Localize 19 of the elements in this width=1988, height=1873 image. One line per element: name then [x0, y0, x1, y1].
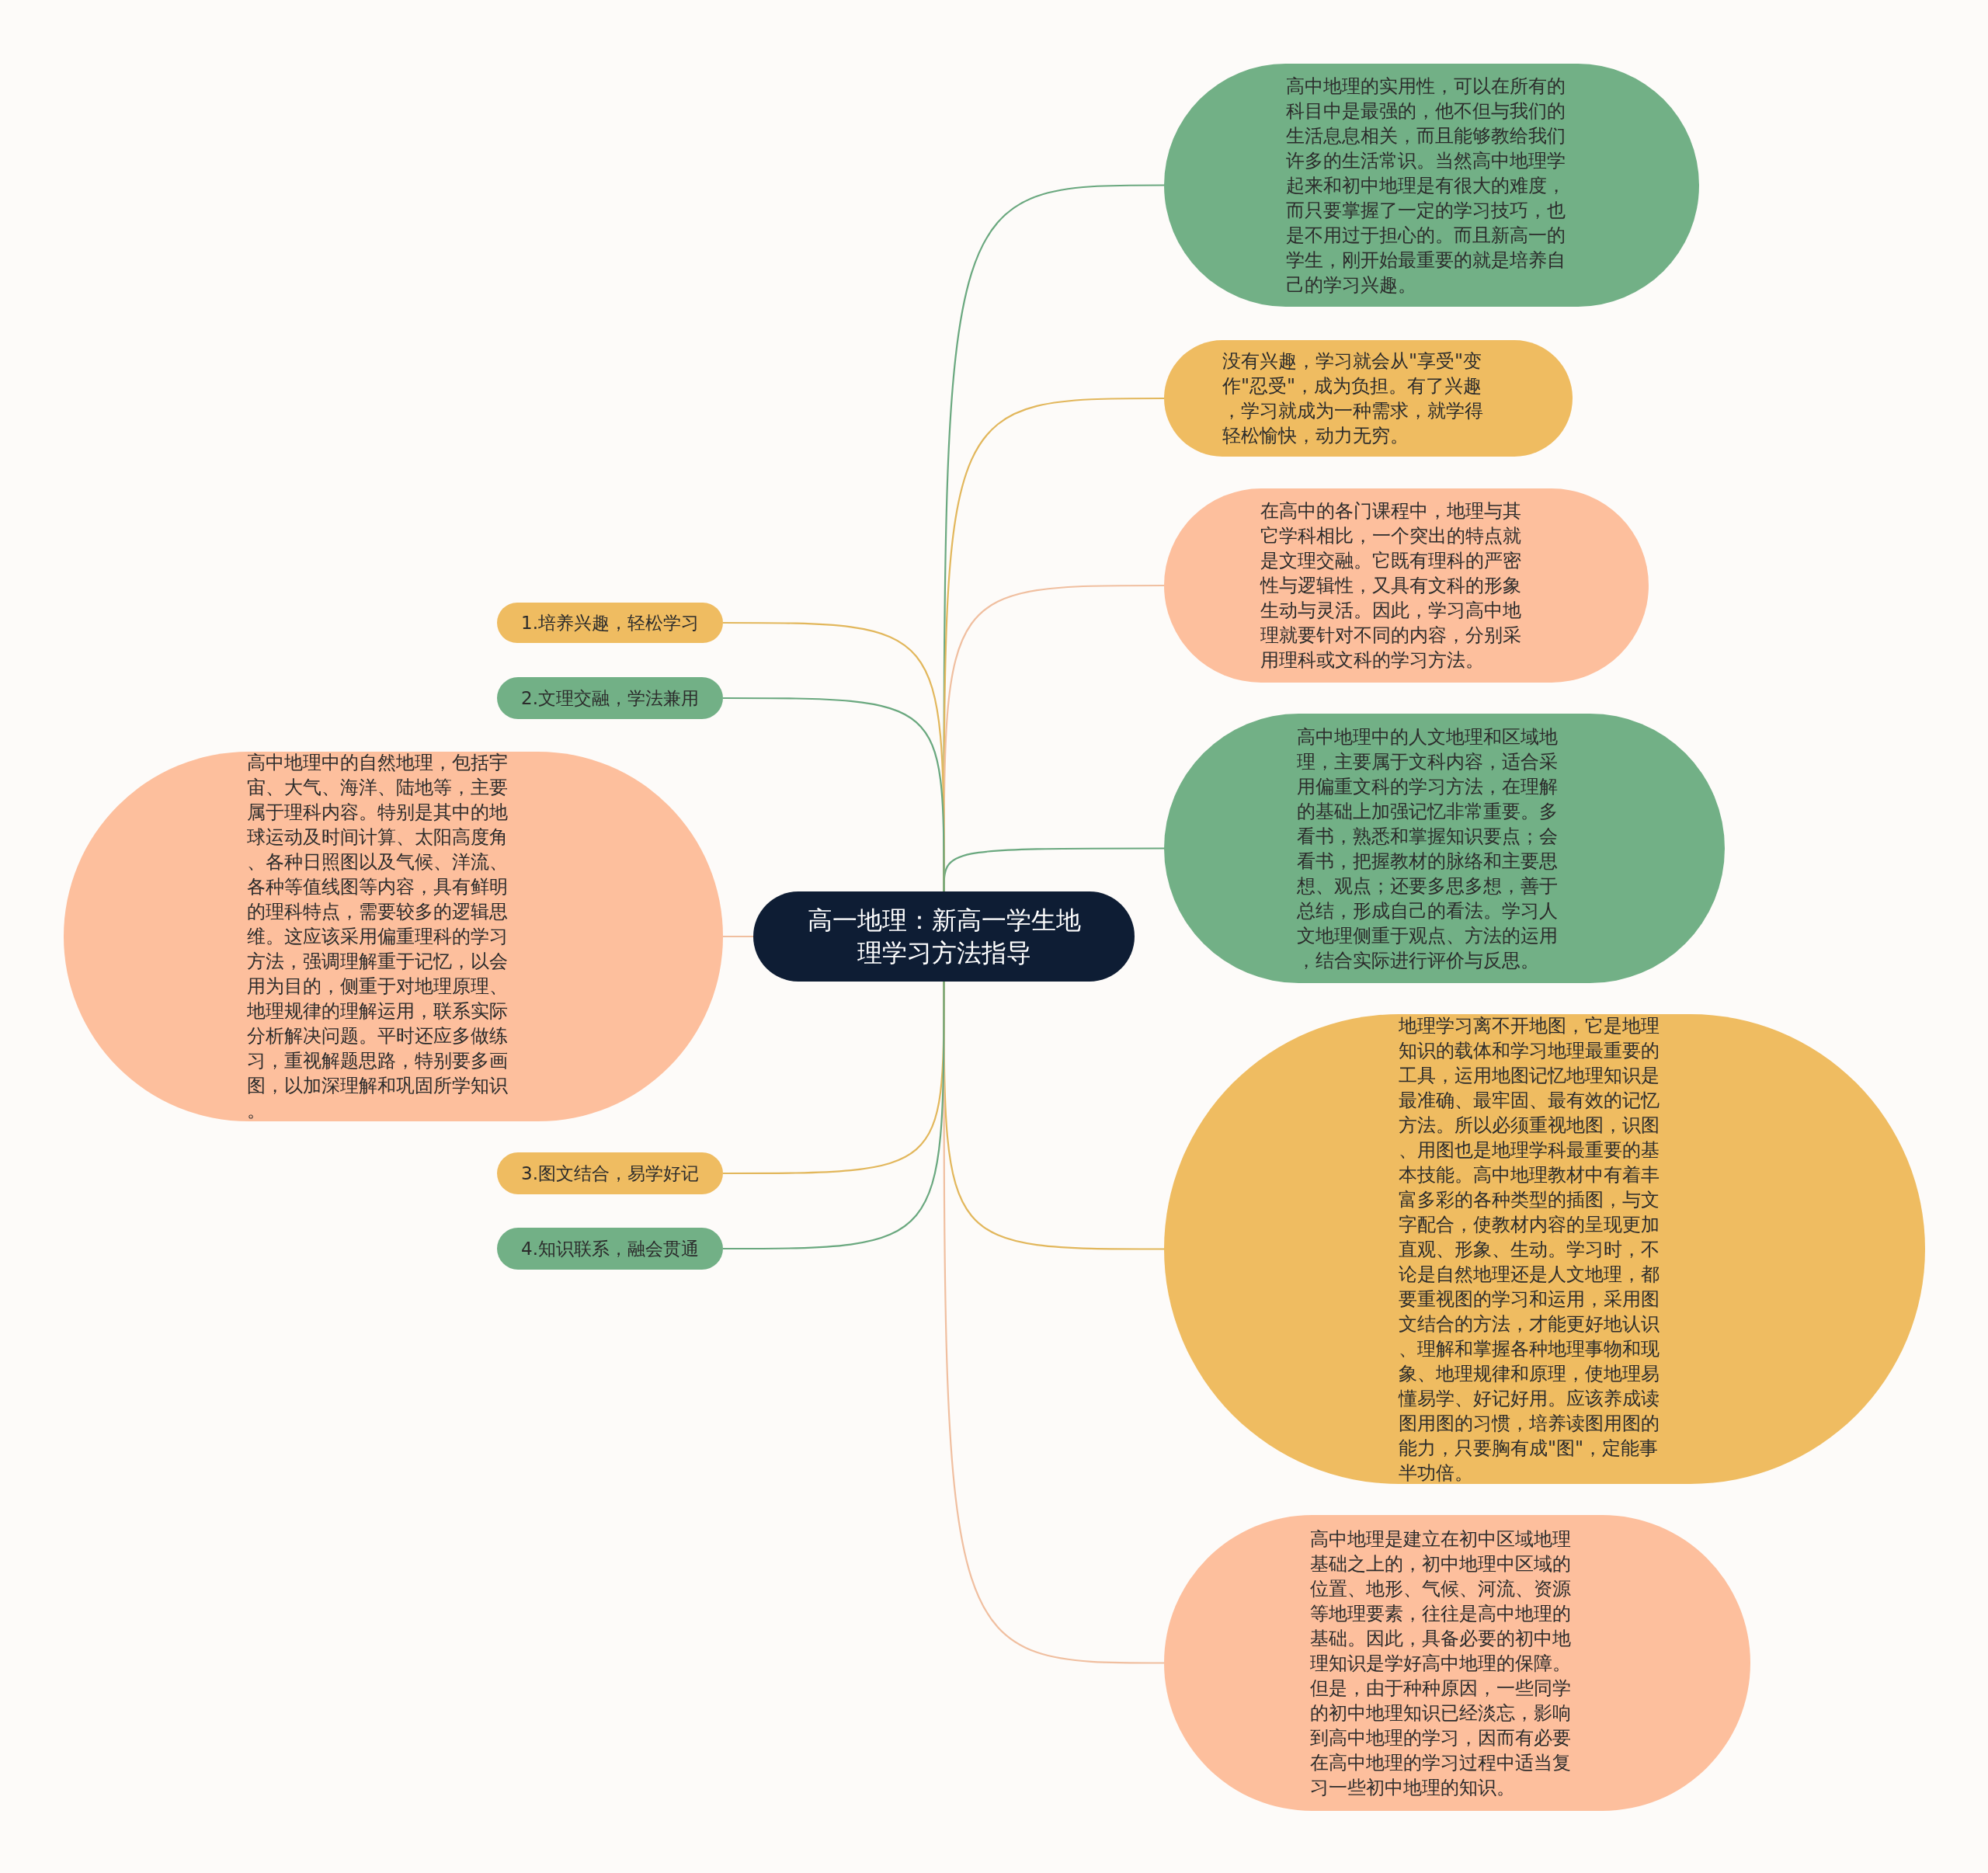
note-text: 没有兴趣，学习就会从"享受"变作"忍受"，成为负担。有了兴趣，学习就成为一种需求，就学得轻松愉快，动力无穷。	[1222, 349, 1484, 448]
branch-pill	[497, 603, 723, 643]
connector-line	[723, 935, 753, 938]
connector-line	[723, 697, 945, 891]
branch-pill	[497, 1228, 723, 1270]
note-text: 地理学习离不开地图，它是地理知识的载体和学习地理最重要的工具，运用地图记忆地理知识是最准确、最牢固、最有效的记忆方法。所以必须重视地图，识图、用图也是地理学科最重要的基本技能。高中地理教材中有着丰富多彩的各种类型的插图，与文字配合，使教材内容的呈现更加直观、形象、生动。学习时，不论是自然地理还是人文地理，都要重视图的学习和运用，采用图文结合的方法，才能更好地认识、理解和掌握各种地理事物和现象、地理规律和原理，使地理易懂易学、好记好用。应该养成读图用图的习惯，培养读图用图的能力，只要胸有成"图"，定能事半功倍。	[1399, 1013, 1660, 1486]
note-text: 高中地理中的人文地理和区域地理，主要属于文科内容，适合采用偏重文科的学习方法，在理解的基础上加强记忆非常重要。多看书，熟悉和掌握知识要点；会看书，把握教材的脉络和主要思想、观点；还要多思多想，善于总结，形成自己的看法。学习人文地理侧重于观点、方法的运用，结合实际进行评价与反思。	[1297, 725, 1559, 973]
branch-label: 3.图文结合，易学好记	[521, 1162, 699, 1185]
connector-line	[723, 982, 945, 1250]
topic-title: 高一地理：新高一学生地理学习方法指导	[806, 905, 1082, 969]
branch-label: 1.培养兴趣，轻松学习	[521, 612, 699, 634]
branch-pill	[497, 1152, 723, 1194]
note-text: 在高中的各门课程中，地理与其它学科相比，一个突出的特点就是文理交融。它既有理科的严密性与逻辑性，又具有文科的形象生动与灵活。因此，学习高中地理就要针对不同的内容，分别采用理科或文科的学习方法。	[1260, 499, 1522, 672]
note-text: 高中地理是建立在初中区域地理基础之上的，初中地理中区域的位置、地形、气候、河流、资源等地理要素，往往是高中地理的基础。因此，具备必要的初中地理知识是学好高中地理的保障。但是，由于种种原因，一些同学的初中地理知识已经淡忘，影响到高中地理的学习，因而有必要在高中地理的学习过程中适当复习一些初中地理的知识。	[1310, 1527, 1572, 1800]
note-text: 高中地理的实用性，可以在所有的科目中是最强的，他不但与我们的生活息息相关，而且能够教给我们许多的生活常识。当然高中地理学起来和初中地理是有很大的难度，而只要掌握了一定的学习技巧，也是不用过于担心的。而且新高一的学生，刚开始最重要的就是培养自己的学习兴趣。	[1286, 74, 1566, 297]
note-text: 高中地理中的自然地理，包括宇宙、大气、海洋、陆地等，主要属于理科内容。特别是其中的地球运动及时间计算、太阳高度角、各种日照图以及气候、洋流、各种等值线图等内容，具有鲜明的理科特点，需要较多的逻辑思维。这应该采用偏重理科的学习方法，强调理解重于记忆，以会用为目的，侧重于对地理原理、地理规律的理解运用，联系实际分析解决问题。平时还应多做练习，重视解题思路，特别要多画图，以加深理解和巩固所学知识。	[247, 751, 509, 1123]
branch-pill	[497, 677, 723, 719]
branch-label: 4.知识联系，融会贯通	[521, 1238, 699, 1260]
branch-label: 2.文理交融，学法兼用	[521, 687, 699, 710]
